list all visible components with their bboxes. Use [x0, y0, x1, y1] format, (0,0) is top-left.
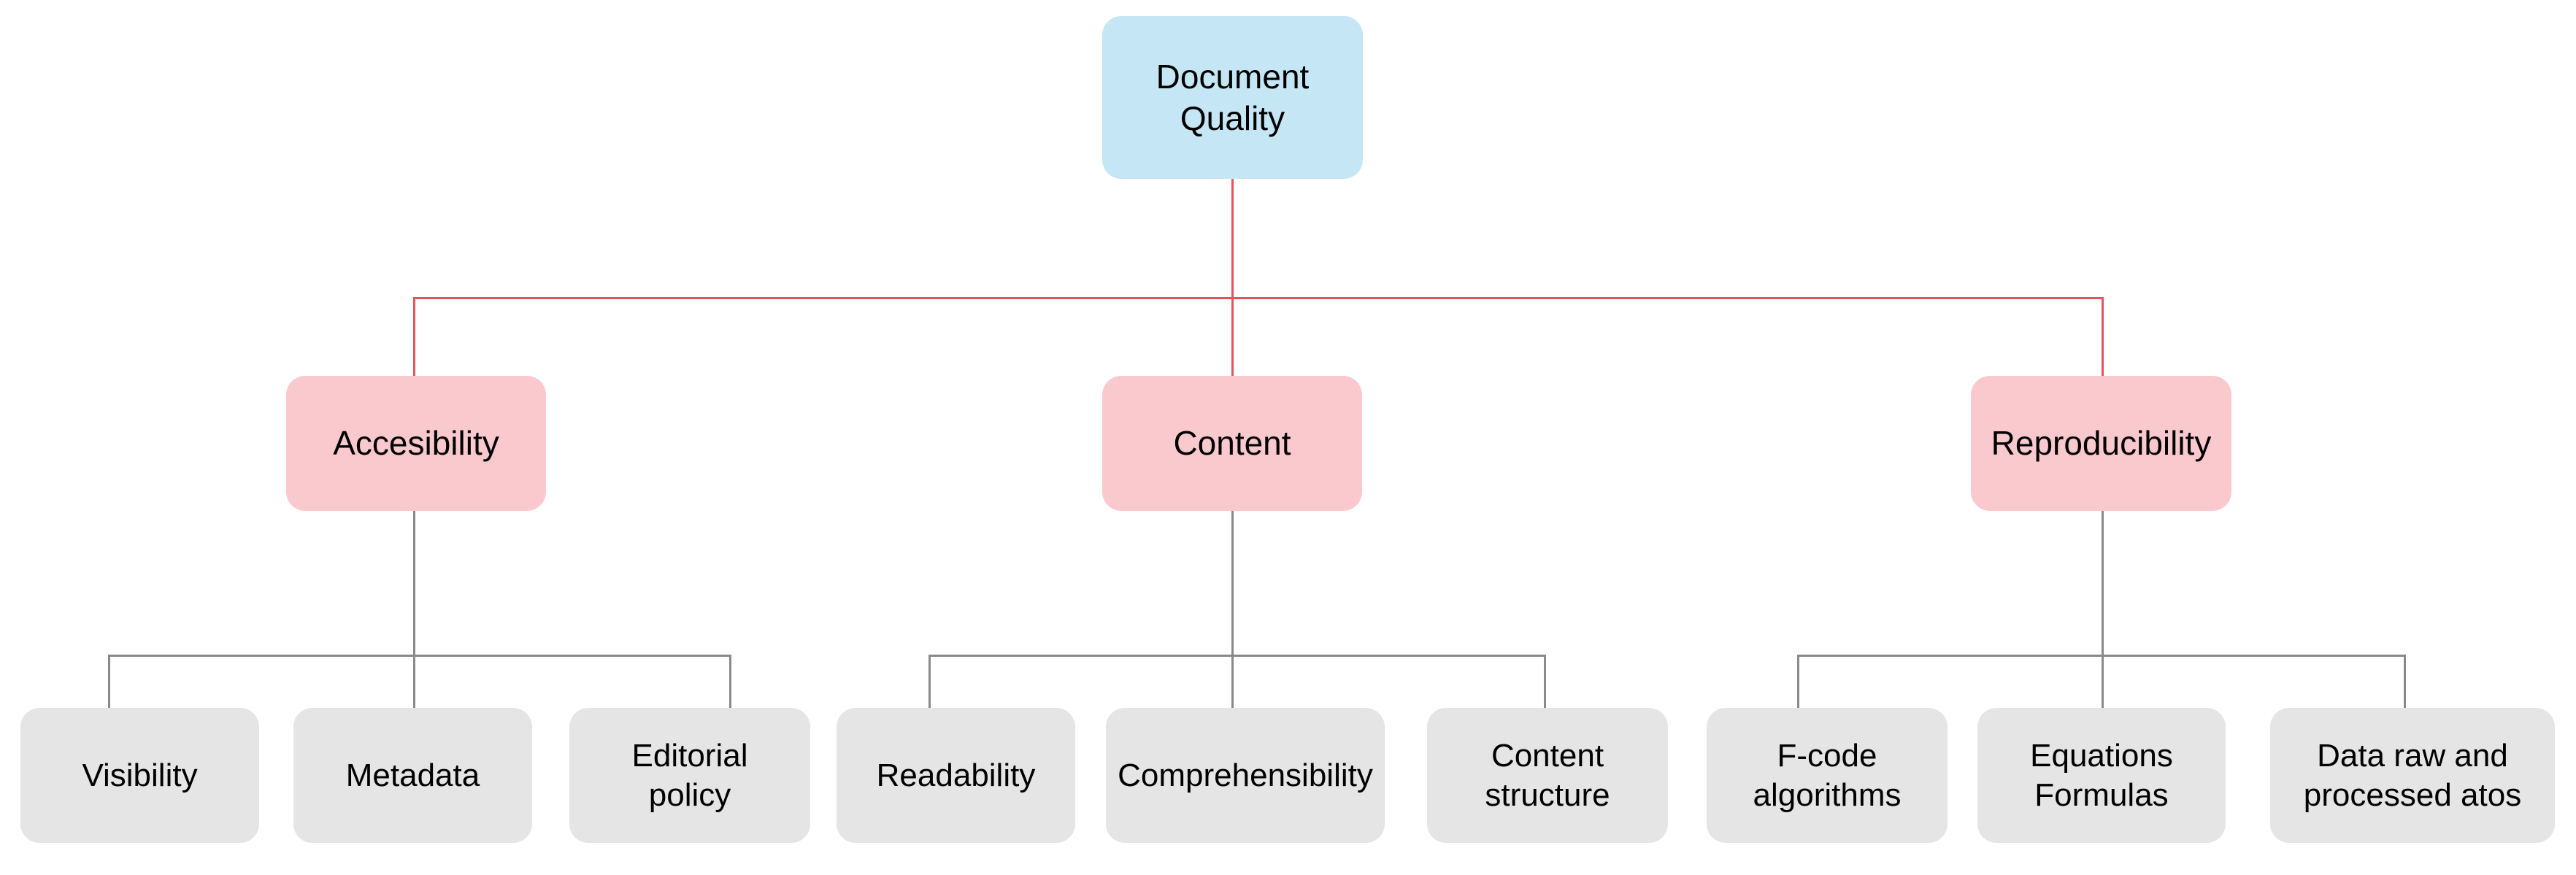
node-readability[interactable]: Readability [837, 708, 1075, 843]
node-reproducibility[interactable]: Reproducibility [1971, 376, 2231, 511]
edge-reproducibility-stem [2102, 511, 2104, 709]
node-comprehensibility[interactable]: Comprehensibility [1106, 708, 1385, 843]
node-metadata[interactable]: Metadata [293, 708, 532, 843]
node-data-raw-and-processed-atos[interactable]: Data raw and processed atos [2270, 708, 2555, 843]
edge-accesibility-to-metadata [413, 655, 415, 709]
edge-root-stem [1231, 179, 1234, 299]
edge-reproducibility-to-f-code-algorithms [1797, 655, 1799, 709]
node-f-code-algorithms[interactable]: F-code algorithms [1707, 708, 1948, 843]
edge-reproducibility-to-data-raw-and-processed [2404, 655, 2406, 709]
edge-content-to-readability [928, 655, 931, 709]
node-accesibility[interactable]: Accesibility [286, 376, 546, 511]
edge-root-to-accesibility [413, 297, 415, 377]
edge-content-to-comprehensibility [1231, 655, 1234, 709]
node-content-structure[interactable]: Content structure [1427, 708, 1668, 843]
edge-root-to-reproducibility [2102, 297, 2104, 377]
node-document-quality[interactable]: Document Quality [1102, 16, 1363, 179]
edge-content-to-content-structure [1544, 655, 1546, 709]
edge-reproducibility-to-equations-formulas [2102, 655, 2104, 709]
edge-content-bus [928, 655, 1546, 657]
edge-accesibility-to-visibility [108, 655, 110, 709]
edge-root-to-content [1231, 297, 1234, 377]
edge-content-stem [1231, 511, 1234, 709]
edge-accesibility-stem [413, 511, 415, 709]
edge-accesibility-to-editorial-policy [729, 655, 731, 709]
node-content[interactable]: Content [1102, 376, 1362, 511]
edge-root-bus [413, 297, 2104, 299]
node-equations-formulas[interactable]: Equations Formulas [1977, 708, 2226, 843]
node-editorial-policy[interactable]: Editorial policy [569, 708, 810, 843]
edge-accesibility-bus [108, 655, 731, 657]
node-visibility[interactable]: Visibility [20, 708, 259, 843]
